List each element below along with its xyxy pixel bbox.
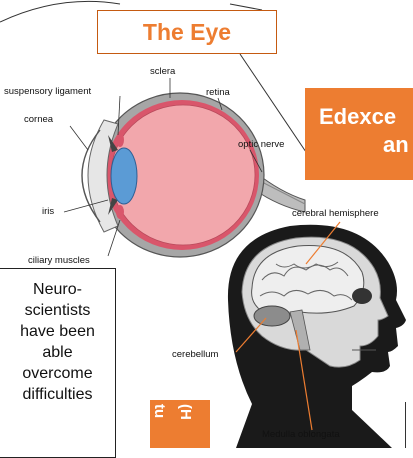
- page-title: The Eye: [143, 19, 231, 46]
- neuro-text-box: Neuro-scientists have been able overcome…: [0, 268, 116, 458]
- label-cerebral-hemisphere: cerebral hemisphere: [292, 208, 379, 219]
- banner-line-1: Edexce: [319, 104, 396, 130]
- banner-line-2: an: [383, 132, 409, 158]
- vertical-text-1: tu: [151, 404, 168, 418]
- title-box: The Eye: [97, 10, 277, 54]
- label-suspensory-ligament: suspensory ligament: [4, 86, 91, 97]
- vertical-orange-box: tu (H: [150, 400, 210, 448]
- brain-shape: [252, 246, 364, 315]
- label-medulla-oblongata: Medulla oblongata: [262, 429, 340, 440]
- label-sclera: sclera: [150, 66, 175, 77]
- edexcel-banner: Edexce an: [305, 88, 413, 180]
- label-iris: iris: [42, 206, 54, 217]
- head-diagram: [228, 222, 406, 448]
- label-optic-nerve: optic nerve: [238, 139, 284, 150]
- label-cornea: cornea: [24, 114, 53, 125]
- lens-shape: [111, 148, 137, 204]
- vertical-text-2: (H: [177, 404, 194, 420]
- neuro-text: Neuro-scientists have been able overcome…: [8, 279, 107, 405]
- label-cerebellum: cerebellum: [172, 349, 218, 360]
- label-retina: retina: [206, 87, 230, 98]
- eye-diagram: [64, 78, 305, 257]
- label-ciliary-muscles: ciliary muscles: [28, 255, 90, 266]
- cerebellum-shape: [254, 306, 290, 326]
- right-divider-line: [405, 402, 406, 448]
